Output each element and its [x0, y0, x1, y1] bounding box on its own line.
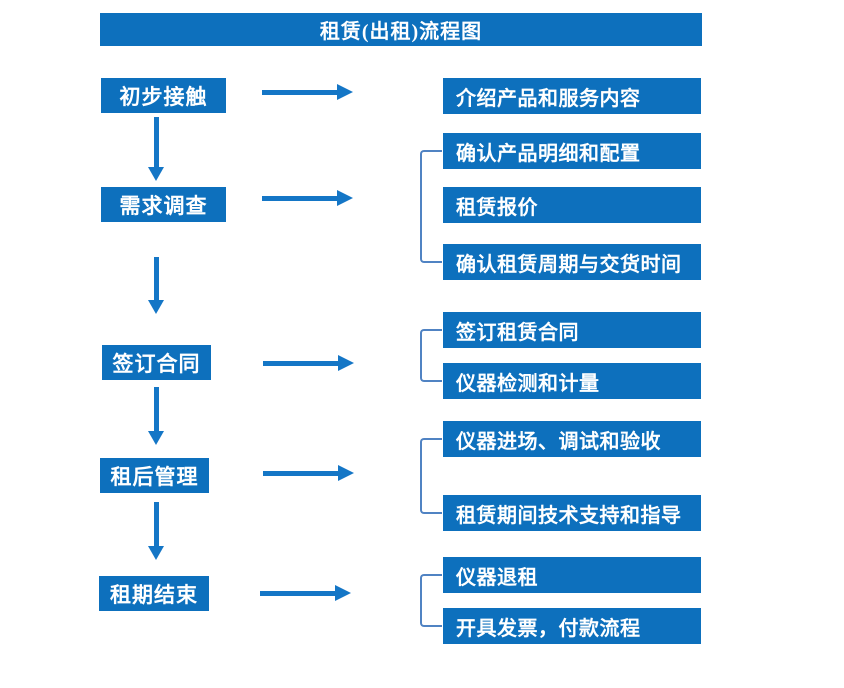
arrow-head: [148, 546, 164, 560]
step-box-post-rental-management: 租后管理: [100, 458, 209, 493]
arrow-head: [338, 355, 354, 371]
right-arrow: [263, 355, 354, 371]
down-arrow: [148, 387, 164, 445]
step-box-demand-survey: 需求调查: [101, 187, 226, 222]
detail-box-sign-rental-contract: 签订租赁合同: [443, 312, 701, 348]
group-bracket: [420, 438, 442, 514]
step-box-sign-contract: 签订合同: [102, 345, 211, 380]
down-arrow: [148, 257, 164, 314]
arrow-shaft: [153, 502, 159, 547]
detail-box-invoice-payment-process: 开具发票，付款流程: [443, 608, 701, 644]
detail-box-instrument-entry-debugging-acceptance: 仪器进场、调试和验收: [443, 421, 701, 457]
arrow-head: [337, 190, 353, 206]
detail-box-technical-support-guidance: 租赁期间技术支持和指导: [443, 495, 701, 531]
detail-box-confirm-product-details: 确认产品明细和配置: [443, 133, 701, 169]
detail-box-instrument-testing-measurement: 仪器检测和计量: [443, 363, 701, 399]
right-arrow: [262, 190, 353, 206]
detail-box-introduce-products-services: 介绍产品和服务内容: [443, 78, 701, 114]
detail-box-confirm-rental-period-delivery: 确认租赁周期与交货时间: [443, 244, 701, 280]
down-arrow: [148, 502, 164, 560]
right-arrow: [260, 585, 351, 601]
group-bracket: [420, 150, 442, 263]
group-bracket: [420, 574, 442, 627]
detail-box-instrument-return: 仪器退租: [443, 557, 701, 593]
arrow-head: [338, 465, 354, 481]
arrow-shaft: [262, 195, 338, 201]
right-arrow: [263, 465, 354, 481]
group-bracket: [420, 329, 442, 382]
arrow-shaft: [153, 387, 159, 432]
arrow-head: [148, 167, 164, 181]
arrow-head: [148, 300, 164, 314]
detail-box-rental-quotation: 租赁报价: [443, 187, 701, 223]
down-arrow: [148, 117, 164, 181]
arrow-shaft: [260, 590, 336, 596]
arrow-head: [335, 585, 351, 601]
arrow-head: [148, 431, 164, 445]
arrow-shaft: [263, 360, 339, 366]
arrow-head: [337, 84, 353, 100]
flowchart-title: 租赁(出租)流程图: [100, 13, 702, 46]
step-box-initial-contact: 初步接触: [101, 78, 226, 113]
arrow-shaft: [153, 257, 159, 301]
arrow-shaft: [153, 117, 159, 168]
arrow-shaft: [263, 470, 339, 476]
right-arrow: [262, 84, 353, 100]
step-box-rental-period-end: 租期结束: [99, 576, 209, 611]
arrow-shaft: [262, 89, 338, 95]
